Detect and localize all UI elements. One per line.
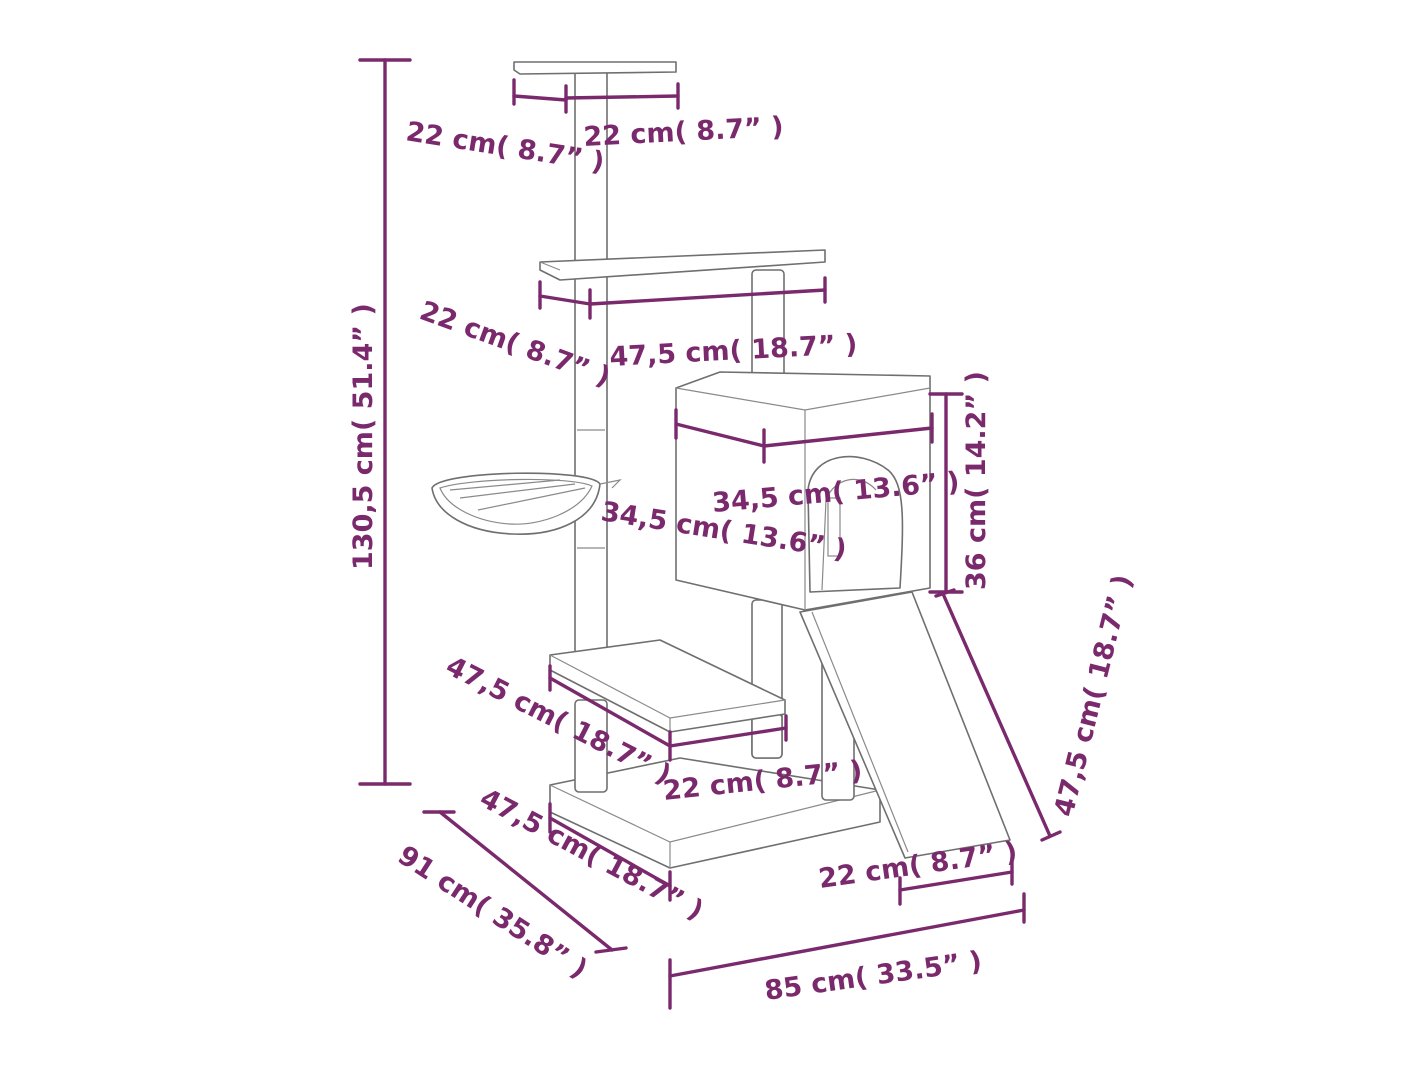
label-house-height: 36 cm( 14.2” ) <box>961 371 992 590</box>
dimension-lines <box>358 58 1062 1010</box>
label-top-width: 22 cm( 8.7” ) <box>583 112 785 153</box>
cat-tree-drawing <box>431 61 1011 869</box>
top-platform <box>513 61 677 75</box>
middle-platform <box>539 249 826 281</box>
label-overall-width: 85 cm( 33.5” ) <box>763 946 984 1007</box>
label-total-height: 130,5 cm( 51.4” ) <box>348 303 379 570</box>
label-ramp-length: 47,5 cm( 18.7” ) <box>1049 572 1139 820</box>
ramp <box>799 591 1011 859</box>
label-middle-width: 47,5 cm( 18.7” ) <box>609 329 858 373</box>
hammock-basket <box>431 472 601 535</box>
low-post-right <box>751 713 783 759</box>
